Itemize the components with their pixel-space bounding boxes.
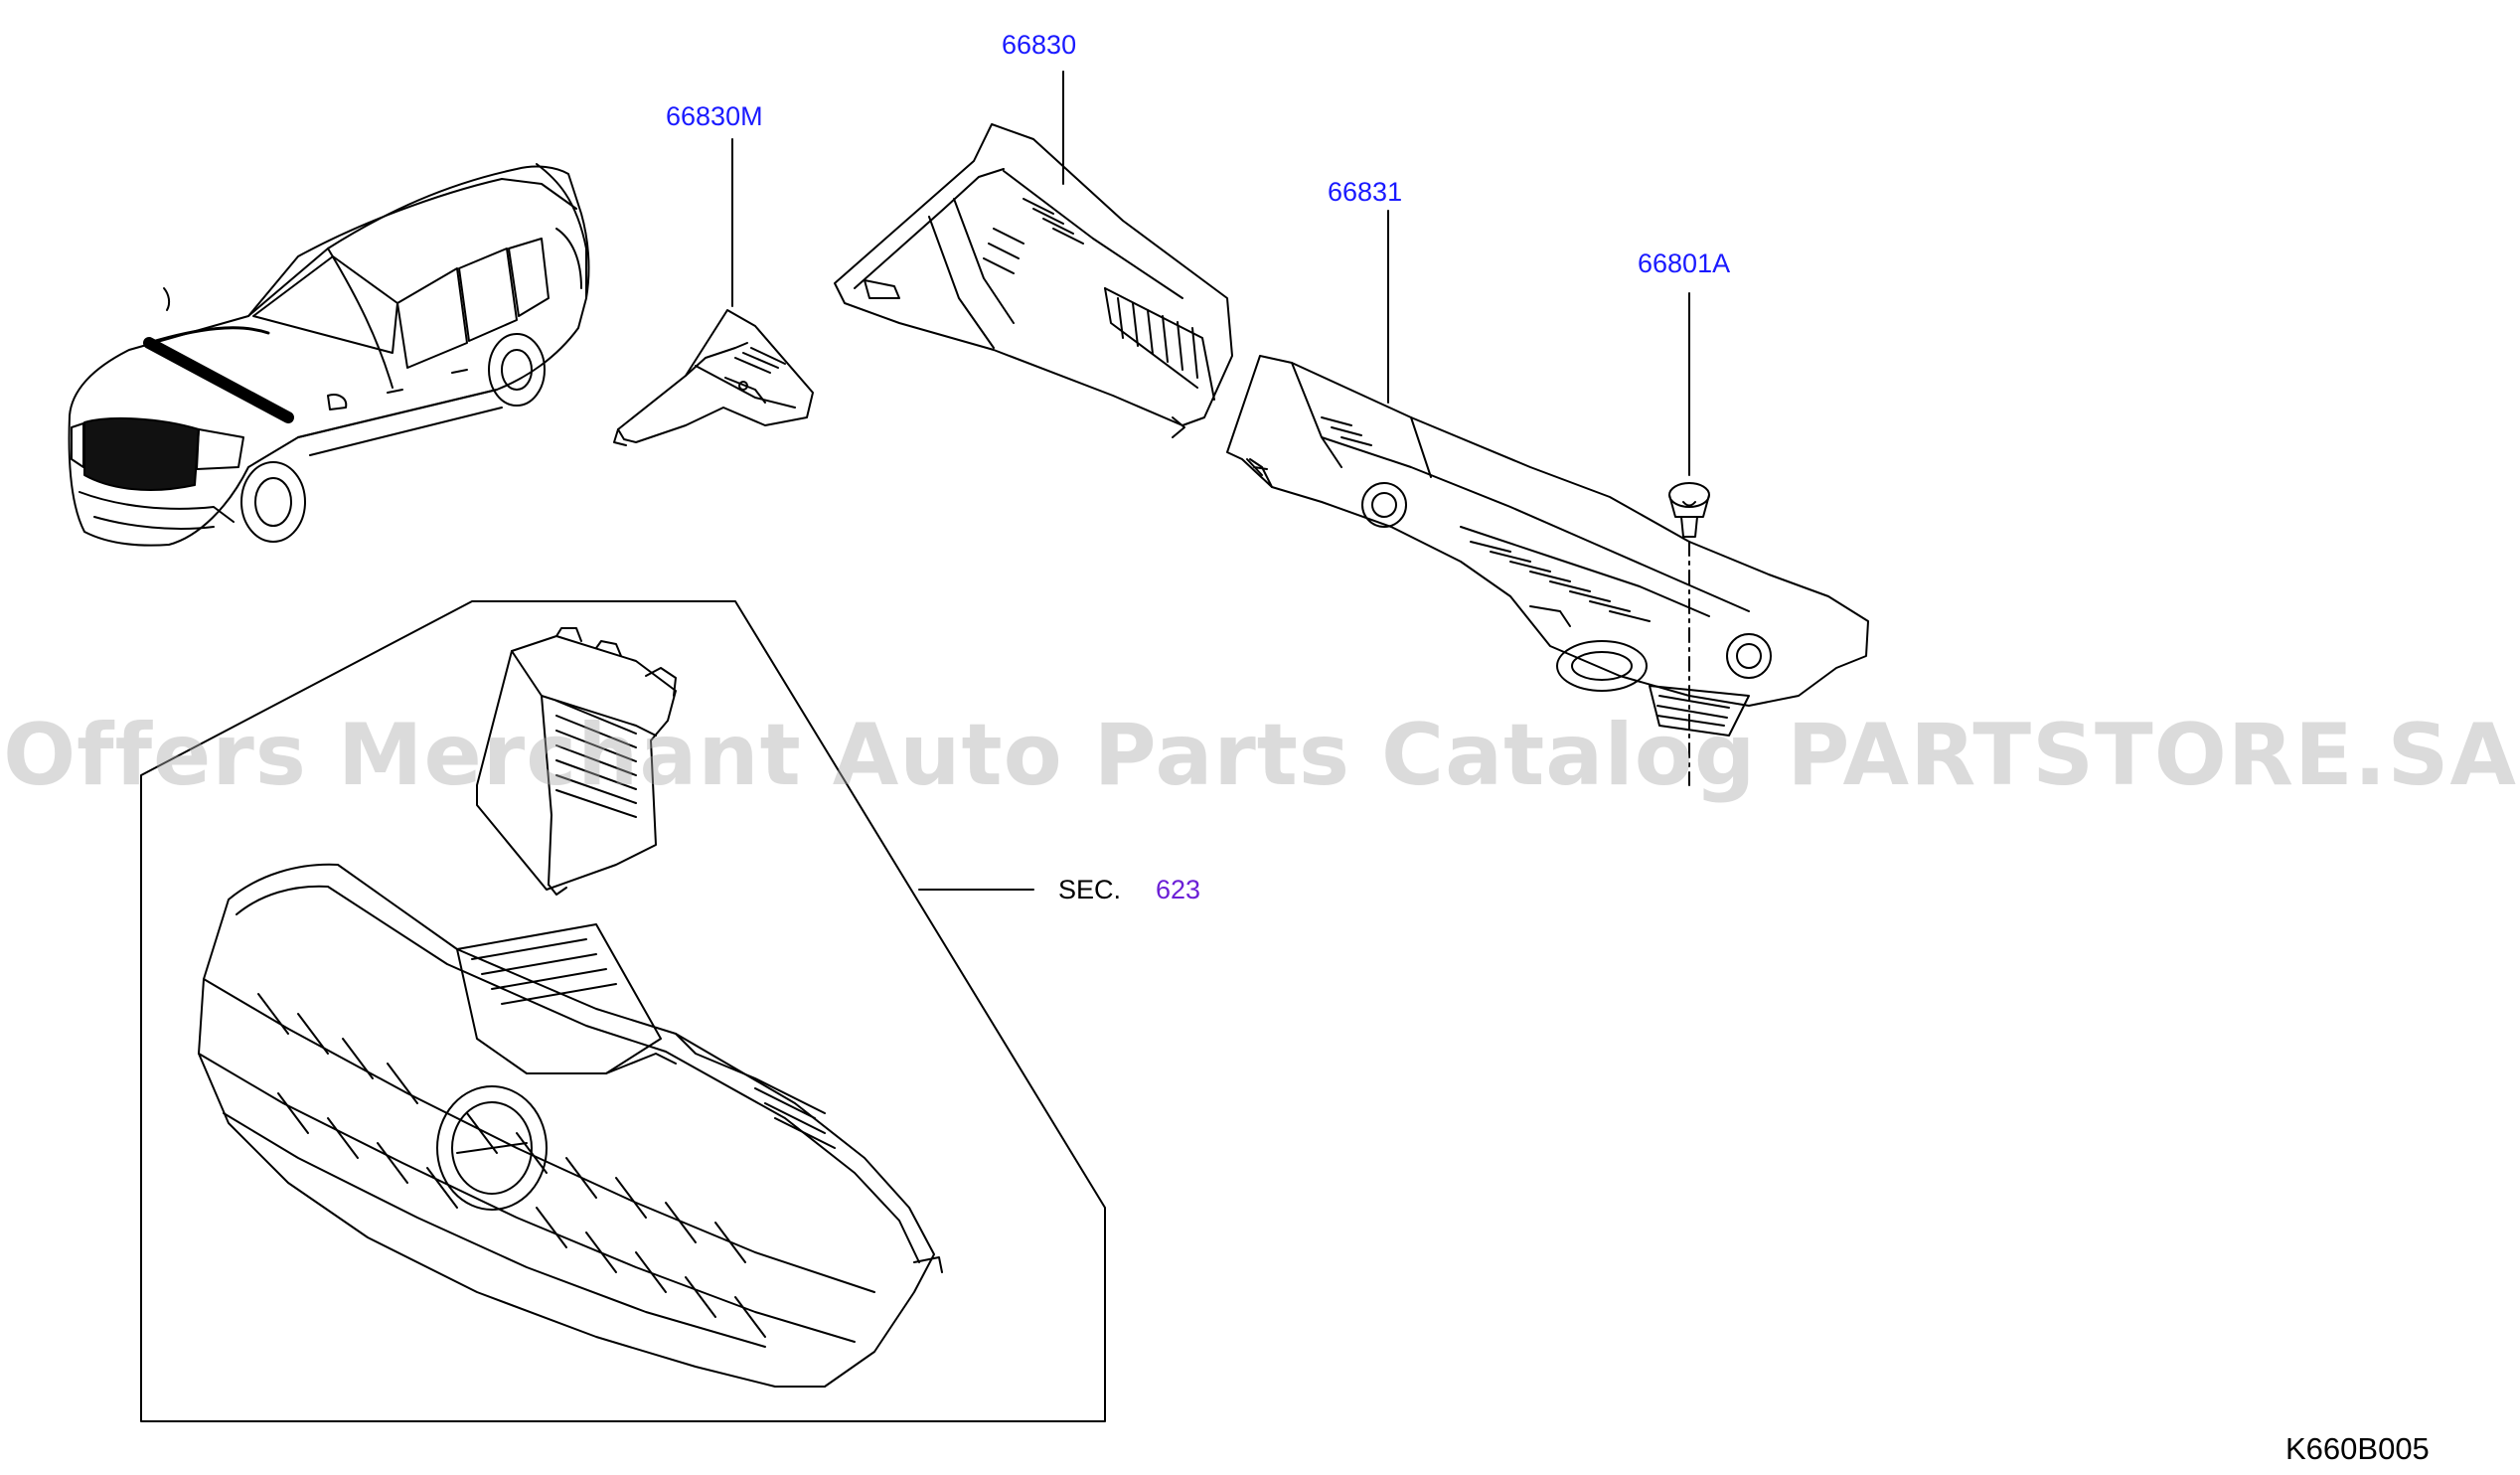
front-grille-drawing: [198, 863, 943, 1388]
part-number-66831-link[interactable]: 66831: [1328, 177, 1403, 207]
watermark-text: Offers Merchant Auto Parts Catalog PARTS…: [3, 706, 2517, 805]
section-623-inset-frame: [140, 600, 1106, 1422]
part-66801A-drawing: [1668, 482, 1710, 538]
leader-lines: [731, 71, 1690, 891]
vehicle-overview-illustration: [68, 163, 590, 547]
section-623-link[interactable]: 623: [1156, 875, 1201, 904]
part-66830M-drawing: [613, 309, 814, 446]
grille-bracket-drawing: [476, 627, 677, 896]
part-66831-drawing: [1226, 355, 1869, 737]
part-number-66801A-link[interactable]: 66801A: [1638, 248, 1731, 278]
part-number-66830M-link[interactable]: 66830M: [666, 101, 763, 131]
part-number-66830-link[interactable]: 66830: [1002, 30, 1077, 60]
part-66830-drawing: [834, 123, 1233, 438]
section-reference-prefix: SEC.: [1058, 875, 1122, 904]
diagram-code: K660B005: [2285, 1431, 2430, 1466]
